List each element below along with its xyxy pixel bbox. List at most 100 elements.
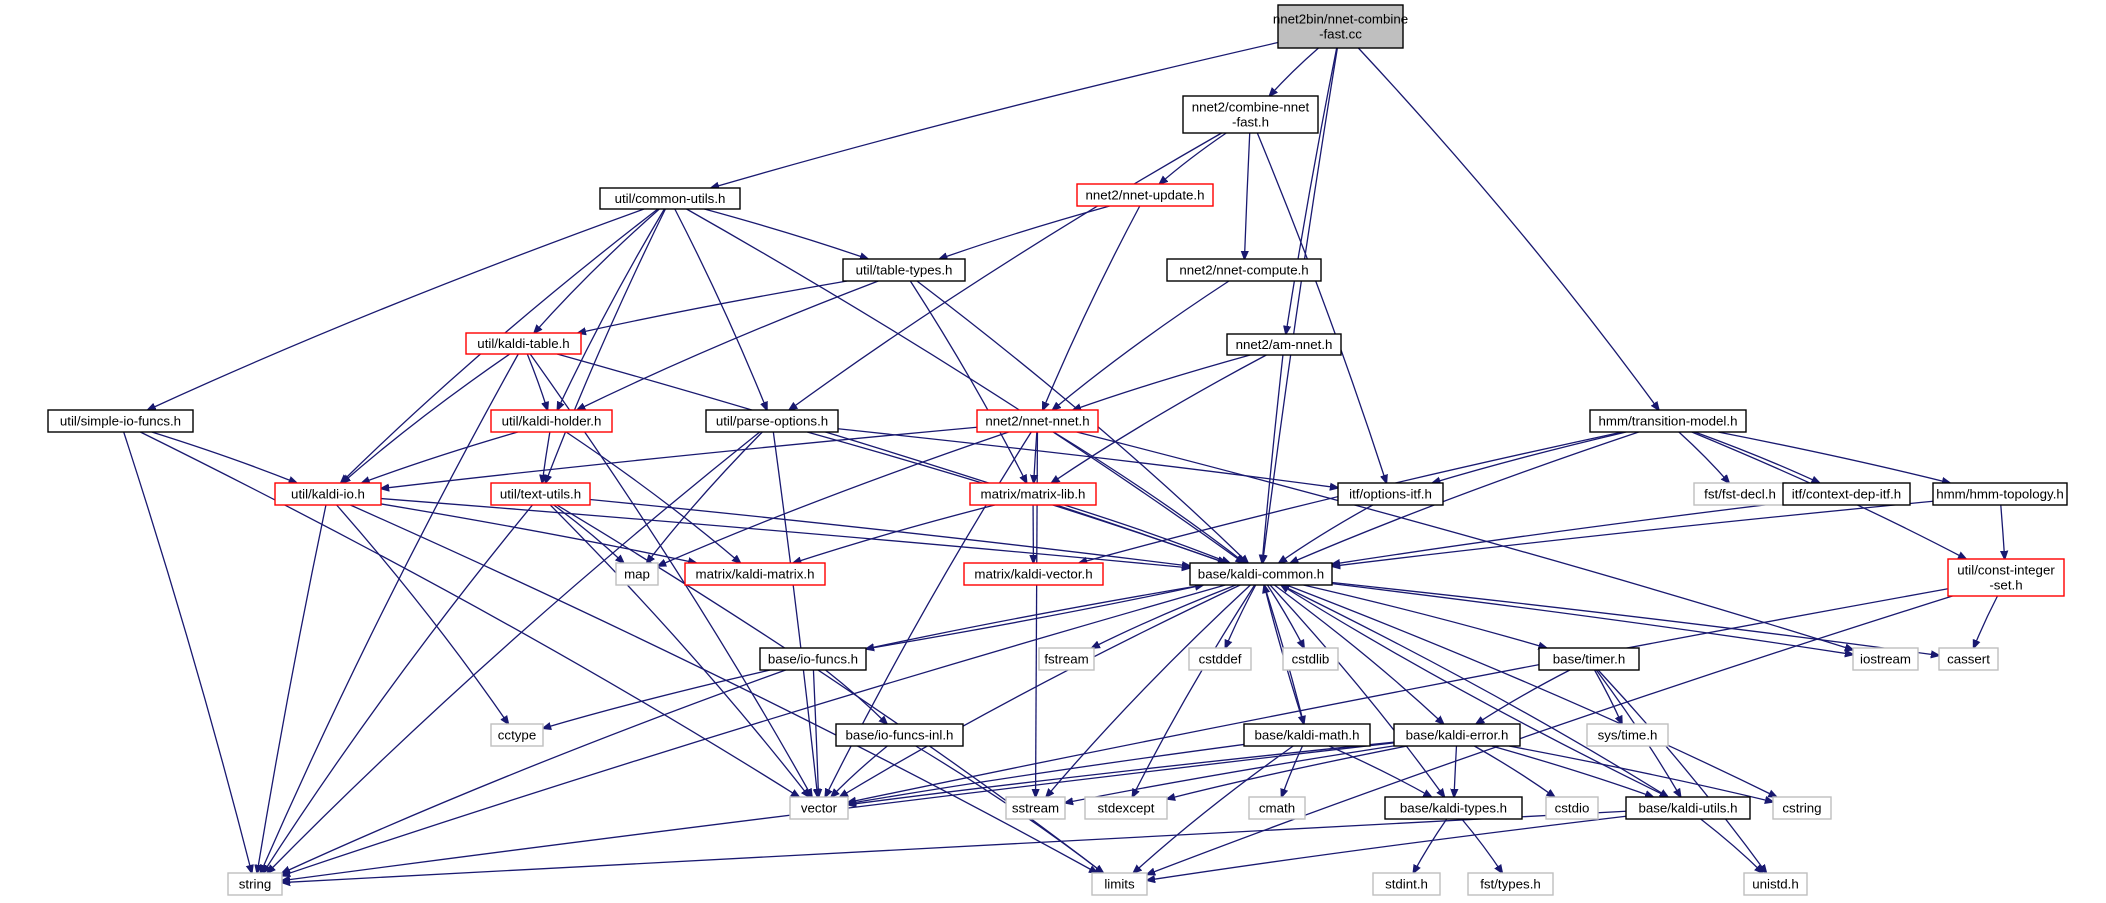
- node-label-unistd: unistd.h: [1752, 877, 1799, 892]
- edge-kaldi_holder-to-kaldi_matrix: [565, 431, 740, 563]
- node-label-iostream: iostream: [1860, 652, 1911, 667]
- node-box-matrix_lib: [969, 482, 1097, 506]
- node-options_itf[interactable]: itf/options-itf.h: [1337, 482, 1444, 506]
- node-hmm_topology[interactable]: hmm/hmm-topology.h: [1932, 482, 2068, 506]
- node-label-options_itf: itf/options-itf.h: [1349, 487, 1432, 502]
- node-box-root: [1277, 4, 1404, 49]
- node-matrix_lib[interactable]: matrix/matrix-lib.h: [969, 482, 1097, 506]
- node-table_types[interactable]: util/table-types.h: [842, 258, 966, 282]
- node-box-nnet_update: [1076, 183, 1214, 207]
- node-kaldi_table[interactable]: util/kaldi-table.h: [465, 332, 582, 355]
- node-box-nnet_compute: [1166, 258, 1322, 282]
- edge-combine_nnet_fast-to-parse_options: [789, 132, 1222, 410]
- edge-matrix_lib-to-kaldi_matrix: [793, 504, 995, 563]
- edge-kaldi_table-to-kaldi_io: [342, 353, 511, 483]
- node-label-nnet_update: nnet2/nnet-update.h: [1085, 188, 1204, 203]
- edge-kaldi_utils-to-kaldi_common: [1281, 585, 1669, 798]
- edge-nnet_update-to-nnet_nnet: [1043, 205, 1141, 410]
- edge-text_utils-to-kaldi_common: [589, 498, 1190, 566]
- edge-parse_options-to-map: [647, 431, 763, 563]
- node-kaldi_holder[interactable]: util/kaldi-holder.h: [490, 409, 613, 433]
- node-am_nnet[interactable]: nnet2/am-nnet.h: [1226, 333, 1342, 356]
- edge-transition_model-to-kaldi_common: [1290, 431, 1639, 563]
- node-context_dep_itf[interactable]: itf/context-dep-itf.h: [1782, 482, 1911, 506]
- node-const_integer_set[interactable]: util/const-integer-set.h: [1947, 558, 2065, 597]
- edge-transition_model-to-fst_decl: [1678, 431, 1729, 483]
- edge-kaldi_common-to-kaldi_error: [1274, 584, 1443, 724]
- edge-kaldi_error-to-kaldi_types: [1454, 745, 1456, 797]
- node-text_utils[interactable]: util/text-utils.h: [490, 482, 591, 506]
- edge-kaldi_common-to-vector: [840, 584, 1241, 797]
- node-kaldi_common[interactable]: base/kaldi-common.h: [1189, 562, 1333, 586]
- edge-nnet_nnet-to-map: [658, 431, 1009, 566]
- edge-io_funcs-to-io_funcs_inl: [825, 669, 887, 724]
- edge-kaldi_common-to-timer: [1303, 584, 1546, 648]
- node-combine_nnet_fast[interactable]: nnet2/combine-nnet-fast.h: [1182, 95, 1319, 134]
- node-transition_model[interactable]: hmm/transition-model.h: [1589, 409, 1747, 433]
- node-kaldi_types[interactable]: base/kaldi-types.h: [1384, 796, 1523, 820]
- node-timer[interactable]: base/timer.h: [1538, 647, 1640, 671]
- edge-kaldi_error-to-stdexcept: [1167, 745, 1408, 799]
- node-label-stdexcept: stdexcept: [1098, 801, 1155, 816]
- edge-const_integer_set-to-vector: [848, 588, 1949, 803]
- edge-table_types-to-kaldi_holder: [577, 280, 879, 410]
- edge-kaldi_io-to-cctype: [336, 504, 509, 724]
- edge-common_utils-to-text_utils: [545, 208, 666, 483]
- node-label-combine_nnet_fast: nnet2/combine-nnet: [1192, 100, 1310, 115]
- node-label-limits: limits: [1104, 877, 1135, 892]
- edge-am_nnet-to-matrix_lib: [1051, 354, 1267, 483]
- edge-kaldi_common-to-cassert: [1331, 581, 1939, 656]
- node-box-sys_time: [1586, 723, 1669, 747]
- node-nnet_compute[interactable]: nnet2/nnet-compute.h: [1166, 258, 1322, 282]
- node-label-const_integer_set: -set.h: [1989, 578, 2022, 593]
- node-box-fstream: [1038, 647, 1095, 671]
- node-label-kaldi_table: util/kaldi-table.h: [477, 336, 569, 351]
- edge-const_integer_set-to-cassert: [1974, 595, 1999, 648]
- edge-nnet_nnet-to-iostream: [1076, 431, 1853, 650]
- node-label-cmath: cmath: [1259, 801, 1295, 816]
- edge-common_utils-to-table_types: [704, 208, 868, 259]
- node-label-fst_types: fst/types.h: [1480, 877, 1541, 892]
- node-io_funcs[interactable]: base/io-funcs.h: [759, 647, 867, 671]
- node-kaldi_math[interactable]: base/kaldi-math.h: [1243, 723, 1371, 747]
- edge-text_utils-to-map: [553, 504, 624, 563]
- node-box-table_types: [842, 258, 966, 282]
- edge-hmm_topology-to-kaldi_common: [1332, 500, 1934, 566]
- node-box-am_nnet: [1226, 333, 1342, 356]
- edge-transition_model-to-hmm_topology: [1717, 431, 1950, 483]
- node-nnet_nnet[interactable]: nnet2/nnet-nnet.h: [976, 409, 1099, 433]
- node-label-fst_decl: fst/fst-decl.h: [1704, 487, 1776, 502]
- node-parse_options[interactable]: util/parse-options.h: [705, 409, 839, 433]
- node-simple_io_funcs[interactable]: util/simple-io-funcs.h: [47, 409, 194, 433]
- node-box-kaldi_math: [1243, 723, 1371, 747]
- node-kaldi_error[interactable]: base/kaldi-error.h: [1393, 723, 1521, 747]
- node-box-nnet_nnet: [976, 409, 1099, 433]
- edge-kaldi_common-to-kaldi_types: [1269, 584, 1444, 797]
- edge-kaldi_common-to-cstdlib: [1266, 584, 1304, 648]
- edge-root-to-transition_model: [1357, 47, 1659, 410]
- node-nnet_update[interactable]: nnet2/nnet-update.h: [1076, 183, 1214, 207]
- edge-kaldi_common-to-iostream: [1331, 583, 1853, 655]
- node-label-cstddef: cstddef: [1199, 652, 1242, 667]
- edge-timer-to-unistd: [1597, 669, 1766, 873]
- edge-nnet_nnet-to-matrix_lib: [1034, 431, 1037, 483]
- node-common_utils[interactable]: util/common-utils.h: [599, 187, 741, 210]
- node-cstdlib: cstdlib: [1282, 647, 1339, 671]
- node-stdint: stdint.h: [1372, 872, 1441, 896]
- node-label-common_utils: util/common-utils.h: [615, 191, 726, 206]
- node-io_funcs_inl[interactable]: base/io-funcs-inl.h: [835, 723, 964, 747]
- node-kaldi_utils[interactable]: base/kaldi-utils.h: [1625, 796, 1751, 820]
- node-cctype: cctype: [490, 723, 544, 747]
- node-label-root: -fast.cc: [1319, 27, 1362, 42]
- edge-simple_io_funcs-to-string: [123, 431, 252, 873]
- node-kaldi_io[interactable]: util/kaldi-io.h: [274, 482, 382, 506]
- node-string: string: [227, 872, 283, 896]
- node-kaldi_matrix[interactable]: matrix/kaldi-matrix.h: [684, 562, 826, 586]
- node-box-cstdlib: [1282, 647, 1339, 671]
- node-box-options_itf: [1337, 482, 1444, 506]
- node-box-simple_io_funcs: [47, 409, 194, 433]
- edge-simple_io_funcs-to-vector: [140, 431, 799, 797]
- node-kaldi_vector[interactable]: matrix/kaldi-vector.h: [963, 562, 1104, 586]
- node-fst_types: fst/types.h: [1467, 872, 1554, 896]
- node-root[interactable]: nnet2bin/nnet-combine-fast.cc: [1273, 4, 1408, 49]
